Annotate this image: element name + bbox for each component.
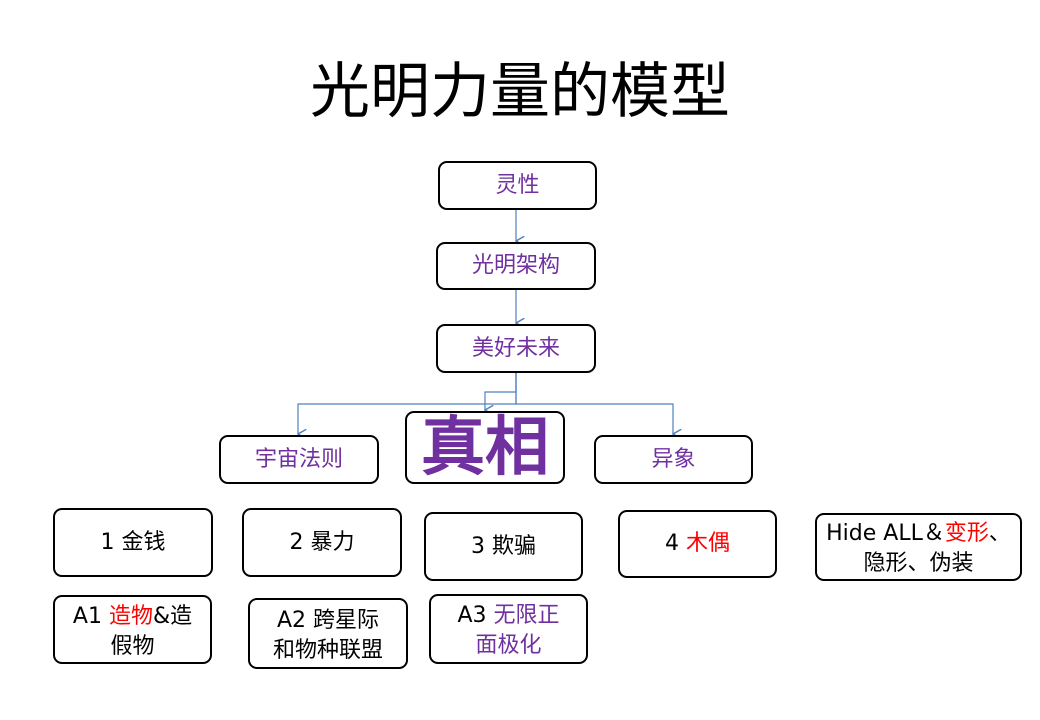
node-money: 1 金钱 — [53, 508, 213, 577]
node-light-architecture: 光明架构 — [436, 242, 596, 290]
node-a3-highlight: 无限正 — [493, 603, 560, 628]
node-a1-prefix: A1 — [72, 603, 109, 629]
node-money-label: 金钱 — [121, 529, 166, 555]
node-beautiful-future-label: 美好未来 — [471, 335, 560, 361]
node-money-number: 1 — [100, 529, 122, 555]
node-spirit: 灵性 — [438, 161, 597, 210]
node-hide-all-highlight: 变形 — [944, 521, 989, 546]
node-hide-all-line2: 隐形、伪装 — [863, 551, 974, 576]
node-a2: A2 跨星际 和物种联盟 — [248, 598, 408, 669]
node-money-text: 1 金钱 — [100, 528, 165, 558]
node-a3: A3 无限正 面极化 — [429, 594, 588, 664]
node-truth: 真相 — [405, 411, 565, 484]
node-anomaly: 异象 — [594, 435, 753, 484]
node-a2-text: A2 跨星际 和物种联盟 — [273, 602, 383, 666]
node-a1-highlight: 造物 — [108, 603, 153, 629]
node-puppet-text: 4 木偶 — [665, 529, 730, 559]
node-deception: 3 欺骗 — [424, 512, 583, 581]
node-deception-number: 3 — [470, 533, 492, 559]
node-a2-line1: A2 跨星际 — [276, 607, 380, 633]
node-hide-all-suffix: 、 — [988, 521, 1011, 546]
node-a2-line2: 和物种联盟 — [272, 637, 383, 663]
node-a3-line2: 面极化 — [475, 633, 542, 658]
node-puppet-label: 木偶 — [685, 531, 730, 556]
node-cosmic-law-label: 宇宙法则 — [254, 446, 343, 472]
node-hide-all-text: Hide ALL＆变形、 隐形、伪装 — [826, 515, 1011, 579]
node-puppet-number: 4 — [664, 531, 686, 556]
node-a1-text: A1 造物&造 假物 — [73, 598, 192, 662]
node-violence-text: 2 暴力 — [289, 528, 354, 558]
node-deception-label: 欺骗 — [491, 533, 536, 559]
node-hide-all: Hide ALL＆变形、 隐形、伪装 — [815, 513, 1022, 581]
node-a3-prefix: A3 — [457, 603, 494, 628]
node-beautiful-future: 美好未来 — [436, 324, 596, 373]
connector-future-to-truth — [485, 373, 517, 410]
node-light-architecture-label: 光明架构 — [471, 253, 560, 278]
node-a3-text: A3 无限正 面极化 — [457, 597, 559, 661]
node-violence: 2 暴力 — [242, 508, 402, 577]
node-a1-suffix: &造 — [152, 603, 193, 629]
node-puppet: 4 木偶 — [618, 510, 777, 578]
node-cosmic-law: 宇宙法则 — [219, 435, 379, 484]
node-violence-number: 2 — [289, 529, 311, 555]
node-a1-line2: 假物 — [110, 633, 155, 659]
node-violence-label: 暴力 — [310, 529, 355, 555]
node-truth-label: 真相 — [421, 410, 549, 485]
node-deception-text: 3 欺骗 — [471, 532, 536, 562]
diagram-title: 光明力量的模型 — [310, 57, 730, 127]
node-anomaly-label: 异象 — [651, 446, 696, 472]
node-a1: A1 造物&造 假物 — [53, 595, 212, 664]
node-hide-all-prefix: Hide ALL＆ — [826, 521, 945, 546]
node-spirit-label: 灵性 — [495, 172, 540, 198]
